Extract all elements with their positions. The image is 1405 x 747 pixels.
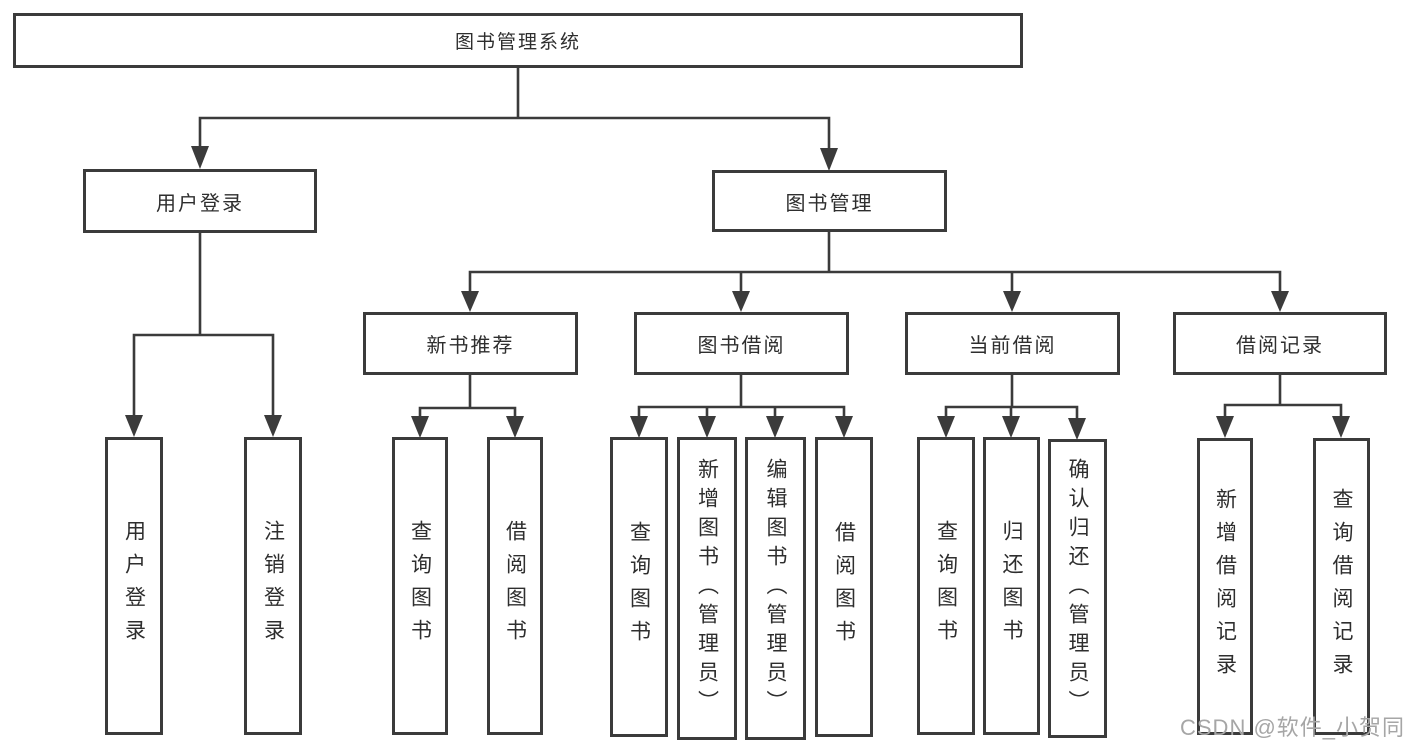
- leaf-user-login: 用户登录: [105, 437, 163, 735]
- leaf-logout: 注销登录: [244, 437, 302, 735]
- leaf-add-borrow-record: 新增借阅记录: [1197, 438, 1253, 735]
- leaf-confirm-return-admin: 确认归还（管理员）: [1048, 439, 1107, 738]
- connector-new-book: [418, 373, 517, 420]
- node-book-borrowing: 图书借阅: [634, 312, 849, 375]
- node-current-borrowing: 当前借阅: [905, 312, 1120, 375]
- leaf-label: 新增图书（管理员）: [695, 458, 719, 719]
- node-label: 图书借阅: [697, 335, 786, 357]
- leaf-label: 用户登录: [122, 520, 146, 652]
- node-label: 当前借阅: [968, 335, 1057, 357]
- node-label: 借阅记录: [1236, 335, 1324, 357]
- leaf-return-books: 归还图书: [983, 437, 1040, 735]
- node-new-book-recommend: 新书推荐: [363, 312, 578, 375]
- leaf-add-books-admin: 新增图书（管理员）: [677, 437, 737, 740]
- leaf-label: 编辑图书（管理员）: [764, 458, 787, 719]
- leaf-query-books-current: 查询图书: [917, 437, 975, 735]
- node-borrow-records: 借阅记录: [1173, 312, 1387, 375]
- connector-current: [944, 373, 1079, 422]
- leaf-label: 借阅图书: [832, 521, 856, 653]
- node-library-system: 图书管理系统: [13, 13, 1023, 68]
- leaf-query-borrow-record: 查询借阅记录: [1313, 438, 1370, 735]
- connector-book-mgmt: [468, 230, 1282, 295]
- csdn-watermark: CSDN @软件_小贺同学: [1180, 715, 1405, 740]
- connector-borrowing: [637, 373, 846, 420]
- leaf-edit-books-admin: 编辑图书（管理员）: [745, 437, 806, 740]
- node-label: 用户登录: [156, 192, 244, 215]
- connector-root: [198, 66, 831, 151]
- node-user-login: 用户登录: [83, 169, 317, 233]
- node-label: 新书推荐: [426, 335, 515, 357]
- leaf-label: 确认归还（管理员）: [1066, 458, 1089, 719]
- leaf-label: 注销登录: [261, 520, 285, 652]
- leaf-borrow-books-recommend: 借阅图书: [487, 437, 543, 735]
- connector-records: [1223, 373, 1343, 420]
- leaf-label: 归还图书: [1000, 520, 1023, 652]
- leaf-label: 查询图书: [408, 520, 432, 652]
- leaf-label: 借阅图书: [503, 520, 527, 652]
- leaf-query-books-recommend: 查询图书: [392, 437, 448, 735]
- node-label: 图书管理系统: [454, 32, 581, 53]
- leaf-query-books-borrowing: 查询图书: [610, 437, 668, 737]
- arrowheads: [125, 146, 1350, 440]
- leaf-label: 查询借阅记录: [1330, 487, 1353, 686]
- node-label: 图书管理: [785, 192, 874, 215]
- leaf-borrow-books: 借阅图书: [815, 437, 873, 737]
- leaf-label: 查询图书: [627, 521, 651, 653]
- node-book-management: 图书管理: [712, 170, 947, 232]
- leaf-label: 查询图书: [934, 520, 958, 652]
- connector-user-login: [132, 231, 275, 418]
- leaf-label: 新增借阅记录: [1213, 487, 1237, 686]
